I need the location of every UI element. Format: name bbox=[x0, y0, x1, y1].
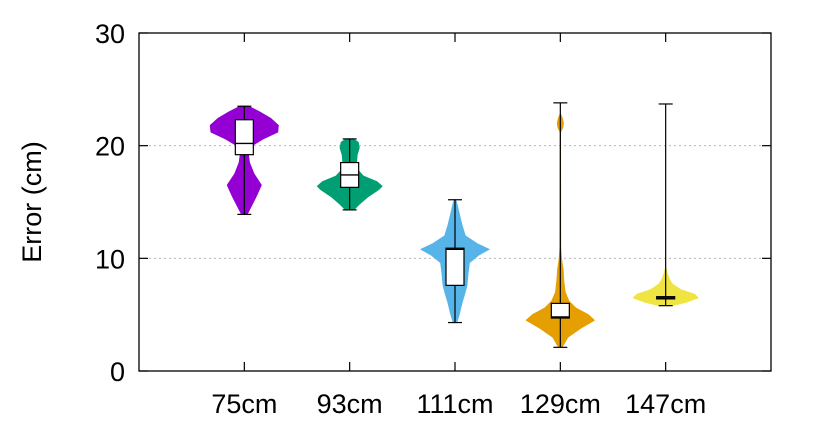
boxplot-93cm bbox=[340, 138, 360, 211]
boxplot-75cm bbox=[234, 105, 254, 215]
x-tick-label: 75cm bbox=[211, 389, 277, 419]
box-plots bbox=[234, 102, 676, 348]
boxplot-111cm bbox=[445, 199, 465, 324]
violins bbox=[209, 105, 699, 348]
boxplot-147cm bbox=[656, 103, 676, 307]
x-tick-label: 93cm bbox=[317, 389, 383, 419]
y-tick-label: 0 bbox=[110, 357, 125, 387]
y-tick-label: 10 bbox=[95, 244, 125, 274]
x-tick-label: 111cm bbox=[416, 389, 493, 419]
y-tick-label: 30 bbox=[95, 19, 125, 49]
iqr-box bbox=[550, 302, 570, 319]
x-tick-label: 147cm bbox=[625, 389, 706, 419]
x-tick-label: 129cm bbox=[520, 389, 601, 419]
iqr-box bbox=[234, 119, 254, 156]
axes: 0 10 20 30 75cm 93cm 111cm 129cm 147cm bbox=[95, 19, 771, 419]
y-axis-label: Error (cm) bbox=[17, 141, 47, 262]
boxplot-129cm bbox=[550, 102, 570, 348]
y-tick-label: 20 bbox=[95, 132, 125, 162]
iqr-box bbox=[445, 247, 465, 286]
